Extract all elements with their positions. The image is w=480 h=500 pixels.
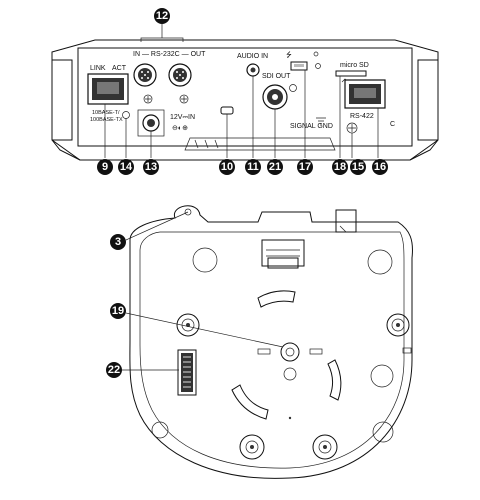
callout-22: 22 xyxy=(106,362,122,378)
audio-in-jack xyxy=(246,63,260,77)
rs232c-label: IN — RS-232C — OUT xyxy=(133,51,206,58)
callout-3: 3 xyxy=(110,234,126,250)
rs232c-out-port xyxy=(168,63,192,87)
rear-panel: IN — RS-232C — OUT LINK ACT xyxy=(51,37,439,161)
callout-17: 17 xyxy=(297,159,313,175)
svg-text:9: 9 xyxy=(102,161,108,173)
dc-in-port xyxy=(137,109,165,137)
svg-text:21: 21 xyxy=(269,161,281,173)
bottom-leader-lines xyxy=(122,211,284,371)
link-label: LINK xyxy=(90,65,106,72)
sdi-out-label: SDI OUT xyxy=(262,73,291,80)
svg-text:13: 13 xyxy=(145,161,157,173)
micro-sd-slot xyxy=(335,70,367,77)
svg-text:10: 10 xyxy=(221,161,233,173)
dc-polarity-icon: ⊖◐⊕ xyxy=(172,125,188,132)
rs422-port xyxy=(344,79,386,109)
svg-text:11: 11 xyxy=(247,161,259,173)
callout-10: 10 xyxy=(219,159,235,175)
sdi-out-port xyxy=(262,84,297,110)
svg-text:16: 16 xyxy=(374,161,386,173)
callout-21: 21 xyxy=(267,159,283,175)
svg-text:C: C xyxy=(390,121,395,128)
rear-leader-lines xyxy=(104,24,379,158)
svg-text:14: 14 xyxy=(120,161,133,173)
micro-sd-label: micro SD xyxy=(340,62,369,69)
status-led xyxy=(122,111,130,119)
callout-14: 14 xyxy=(118,159,134,175)
lan-port xyxy=(87,73,129,105)
callout-11: 11 xyxy=(245,159,261,175)
security-slot xyxy=(220,106,234,115)
act-label: ACT xyxy=(112,65,127,72)
usb-icon: ⭍ xyxy=(286,51,292,59)
callout-16: 16 xyxy=(372,159,388,175)
svg-text:22: 22 xyxy=(108,364,120,376)
callout-15: 15 xyxy=(350,159,366,175)
rs422-label: RS-422 xyxy=(350,113,374,120)
signal-gnd-label: SIGNAL GND xyxy=(290,123,333,130)
svg-text:3: 3 xyxy=(115,236,121,248)
callout-18: 18 xyxy=(332,159,348,175)
callout-9: 9 xyxy=(97,159,113,175)
rs232c-in-port xyxy=(133,63,157,87)
svg-text:18: 18 xyxy=(334,161,346,173)
svg-text:17: 17 xyxy=(299,161,311,173)
eth-speed-label-1: 10BASE-T/ xyxy=(92,110,120,116)
tripod-screw-hole xyxy=(280,342,300,362)
svg-text:12: 12 xyxy=(156,10,168,22)
callout-13: 13 xyxy=(143,159,159,175)
expansion-connector xyxy=(177,349,197,396)
dc-in-label: 12V⎓IN xyxy=(170,114,195,121)
svg-text:15: 15 xyxy=(352,161,364,173)
callout-12: 12 xyxy=(154,8,170,24)
svg-text:19: 19 xyxy=(112,305,124,317)
eth-speed-label-2: 100BASE-TX xyxy=(90,117,123,123)
usb-port xyxy=(290,61,308,71)
bottom-view xyxy=(129,205,413,479)
audio-in-label: AUDIO IN xyxy=(237,53,268,60)
callout-19: 19 xyxy=(110,303,126,319)
